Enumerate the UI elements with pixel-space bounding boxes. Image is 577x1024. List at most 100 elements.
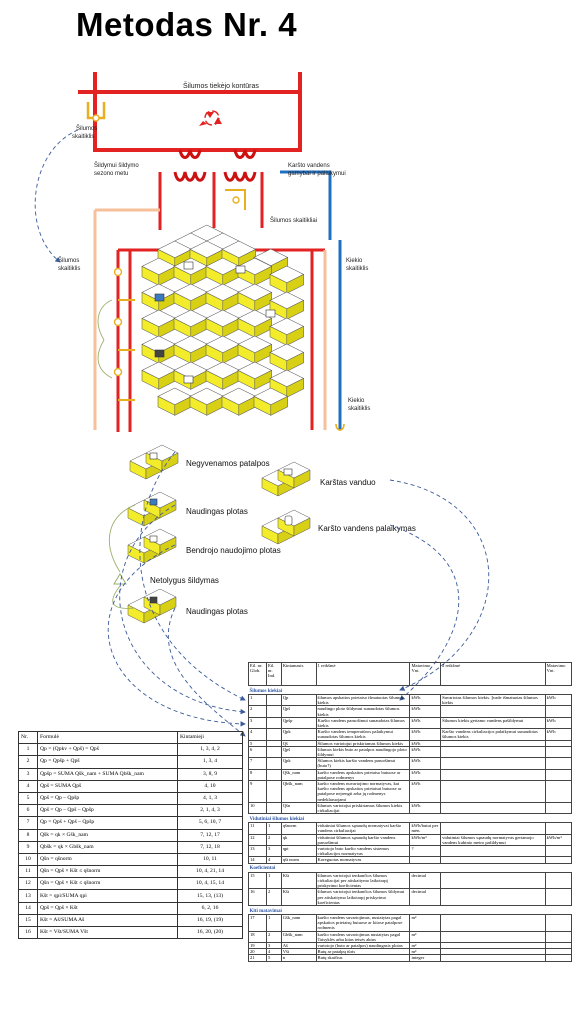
apartment-icon	[265, 309, 276, 318]
info-header-global-nr: Eil. nr. Glob.	[248, 662, 267, 686]
info-value-2: Karšto vandens cirkuliacijos palaikymui …	[440, 728, 546, 741]
formula-variables: 16, 19, (19)	[177, 913, 243, 928]
info-value-1: šilumos apskaitos prietaiso išmatuotas š…	[315, 693, 411, 707]
formula-variables: 1, 3, 4, 2	[177, 743, 243, 757]
legend-uneven-heating: Netolygus šildymas	[113, 573, 219, 585]
formula-nr: 10	[18, 852, 38, 867]
info-value-1: vartotojo (buto ar patalpos) naudingasis…	[315, 941, 411, 950]
info-variable: Kšt	[280, 871, 317, 890]
formula-nr: 11	[18, 865, 38, 879]
info-unit-1: m³	[409, 930, 442, 943]
svg-text:sezono metu: sezono metu	[94, 171, 128, 177]
info-unit-2	[544, 801, 573, 815]
info-individual-nr	[265, 728, 282, 741]
info-section-title: Kiti matavimai	[248, 904, 572, 915]
volume-meter-right-label: Kiekio	[346, 258, 363, 264]
info-unit-2	[544, 768, 573, 782]
supplier-contour-label: Šilumos tiekėjo kontūras	[183, 81, 259, 90]
heating-season-label: Šildymui šildymo	[94, 162, 139, 169]
heat-meter-top-label: Šilumos	[76, 125, 97, 132]
formula-variables: 4, 10	[177, 779, 243, 793]
heat-meters-label: Šilumos skaitikliai	[270, 217, 317, 224]
info-individual-nr: 1	[265, 822, 282, 835]
info-unit-2: kWh	[544, 716, 573, 730]
info-unit-1: decimal	[409, 871, 442, 890]
info-unit-2	[544, 745, 573, 759]
apartment-icon	[154, 293, 165, 302]
formula-variables: 6, 2, 16	[177, 901, 243, 915]
information-table: Eil. nr. Glob. Eil. nr. Ind. Kintamasis …	[248, 662, 573, 962]
info-individual-nr: 3	[265, 845, 282, 858]
info-global-nr: 11	[248, 822, 267, 835]
formula-text: Qbšk = qk × Gbšk_nam	[37, 840, 178, 854]
hot-water-production-label: Karšto vandens	[288, 163, 330, 169]
svg-text:Naudingas plotas: Naudingas plotas	[186, 507, 248, 516]
info-variable: Qbšk_nam	[280, 780, 317, 803]
formula-nr: 16	[18, 925, 38, 940]
info-value-2	[440, 757, 546, 770]
info-unit-2	[544, 913, 573, 932]
info-unit-2	[544, 757, 573, 770]
formula-variables: 7, 12, 18	[177, 840, 243, 854]
info-value-2	[440, 930, 546, 943]
building-blocks	[141, 224, 304, 416]
info-unit-1: kWh/m³	[409, 833, 442, 847]
info-unit-1: kWh	[409, 745, 442, 759]
info-unit-2	[544, 888, 573, 906]
formula-variables: 5, 6, 10, 7	[177, 816, 243, 830]
formula-nr: 6	[18, 804, 38, 818]
info-value-1: karšto vandens apskaitos prietaiso butuo…	[315, 768, 411, 782]
formula-nr: 7	[18, 816, 38, 830]
info-individual-nr	[265, 693, 282, 707]
formula-text: Qpš = SUMA Qpš	[37, 779, 178, 793]
info-unit-1: kWh/butui per mėn.	[409, 822, 442, 835]
info-value-1: Šilumos vartotojui priskiriamas šilumos …	[315, 739, 411, 747]
info-value-1: Butų skaičius	[315, 954, 411, 962]
legend-hot-water: Karštas vanduo	[261, 461, 376, 497]
info-unit-2: kWh/m³	[544, 833, 573, 847]
info-section-title: Vidutiniai šilumos kiekiai	[248, 813, 572, 824]
info-unit-1: m³	[409, 913, 442, 932]
svg-text:Karštas vanduo: Karštas vanduo	[320, 478, 376, 487]
info-value-1: šilumos vartotojui tenkančios šilumos ci…	[315, 871, 411, 890]
info-variable: qšnorm	[280, 822, 317, 835]
info-global-nr: 18	[248, 930, 267, 943]
info-variable: Qšn	[280, 801, 317, 815]
formula-nr: 3	[18, 767, 38, 781]
info-value-2	[440, 780, 546, 803]
svg-text:Netolygus šildymas: Netolygus šildymas	[150, 576, 219, 585]
info-unit-2	[544, 705, 573, 718]
info-value-1: Karšto vandens temperatūros palaikymui s…	[315, 728, 411, 741]
info-global-nr: 21	[248, 954, 267, 962]
apartment-icon	[183, 261, 194, 270]
formula-variables: 2, 1, 4, 3	[177, 804, 243, 818]
info-individual-nr: 1	[265, 913, 282, 932]
info-individual-nr: 1	[265, 871, 282, 890]
info-global-nr: 9	[248, 780, 267, 803]
info-unit-1: decimal	[409, 888, 442, 906]
info-value-2: Suvartotas šilumos kiekis. Įvade išmatuo…	[440, 693, 546, 707]
info-individual-nr: 2	[265, 930, 282, 943]
info-variable: Qšk_nam	[280, 768, 317, 782]
info-value-2	[440, 768, 546, 782]
info-variable: Qp	[280, 693, 317, 707]
formula-variables: 10, 4, 15, 14	[177, 877, 243, 891]
formula-text: Qp = Qpš + Qpš – Qpšp	[37, 816, 178, 830]
formula-nr: 1	[18, 743, 38, 757]
recycle-icon	[199, 110, 222, 126]
info-unit-1: kWh	[409, 757, 442, 770]
info-unit-1: kWh	[409, 780, 442, 803]
info-unit-2	[544, 871, 573, 890]
info-value-1: karšto vandens suvartojimas, nustatytas …	[315, 913, 411, 932]
info-header-unit-1: Matavimo Vnt.	[409, 662, 442, 686]
